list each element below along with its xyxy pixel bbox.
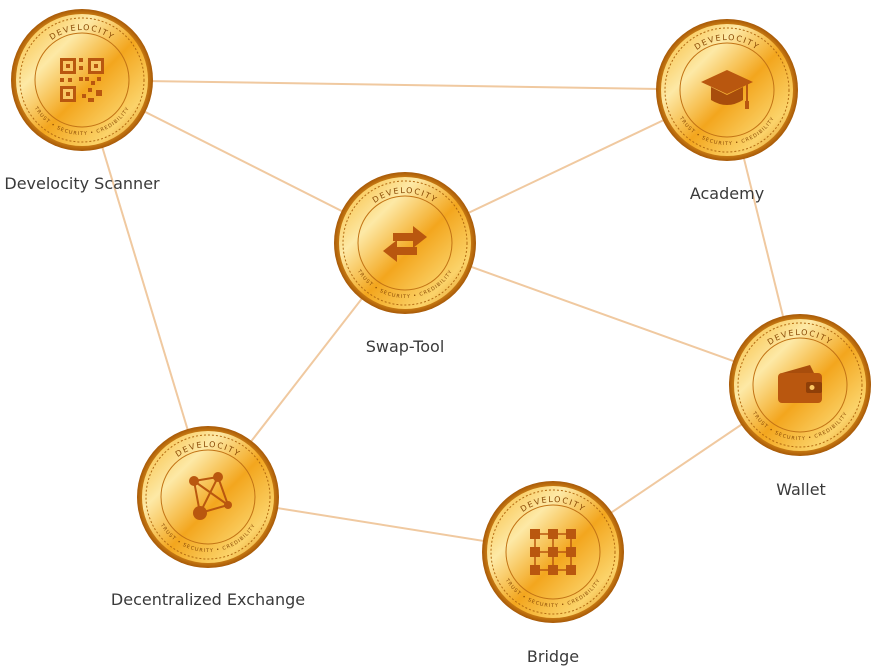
node-swap[interactable]: DEVELOCITY TRUST • SECURITY • CREDIBILIT…	[332, 170, 478, 316]
node-academy[interactable]: DEVELOCITY TRUST • SECURITY • CREDIBILIT…	[654, 17, 800, 163]
node-bridge[interactable]: DEVELOCITY TRUST • SECURITY • CREDIBILIT…	[480, 479, 626, 625]
node-label-swap: Swap-Tool	[365, 337, 445, 356]
wallet-icon	[770, 355, 830, 415]
link-scanner-academy	[81, 79, 728, 91]
node-label-academy: Academy	[689, 184, 765, 203]
node-label-wallet: Wallet	[776, 480, 826, 499]
node-label-bridge: Bridge	[526, 647, 580, 666]
qr-code-icon	[52, 50, 112, 110]
network-icon	[178, 467, 238, 527]
node-scanner[interactable]: DEVELOCITY TRUST • SECURITY • CREDIBILIT…	[9, 7, 155, 153]
swap-arrows-icon	[375, 213, 435, 273]
coin: DEVELOCITY TRUST • SECURITY • CREDIBILIT…	[334, 172, 476, 314]
node-dex[interactable]: DEVELOCITY TRUST • SECURITY • CREDIBILIT…	[135, 424, 281, 570]
graduation-cap-icon	[697, 60, 757, 120]
link-scanner-dex	[81, 79, 209, 498]
grid-network-icon	[523, 522, 583, 582]
node-label-scanner: Develocity Scanner	[4, 174, 160, 193]
node-label-dex: Decentralized Exchange	[110, 590, 306, 609]
node-wallet[interactable]: DEVELOCITY TRUST • SECURITY • CREDIBILIT…	[727, 312, 873, 458]
